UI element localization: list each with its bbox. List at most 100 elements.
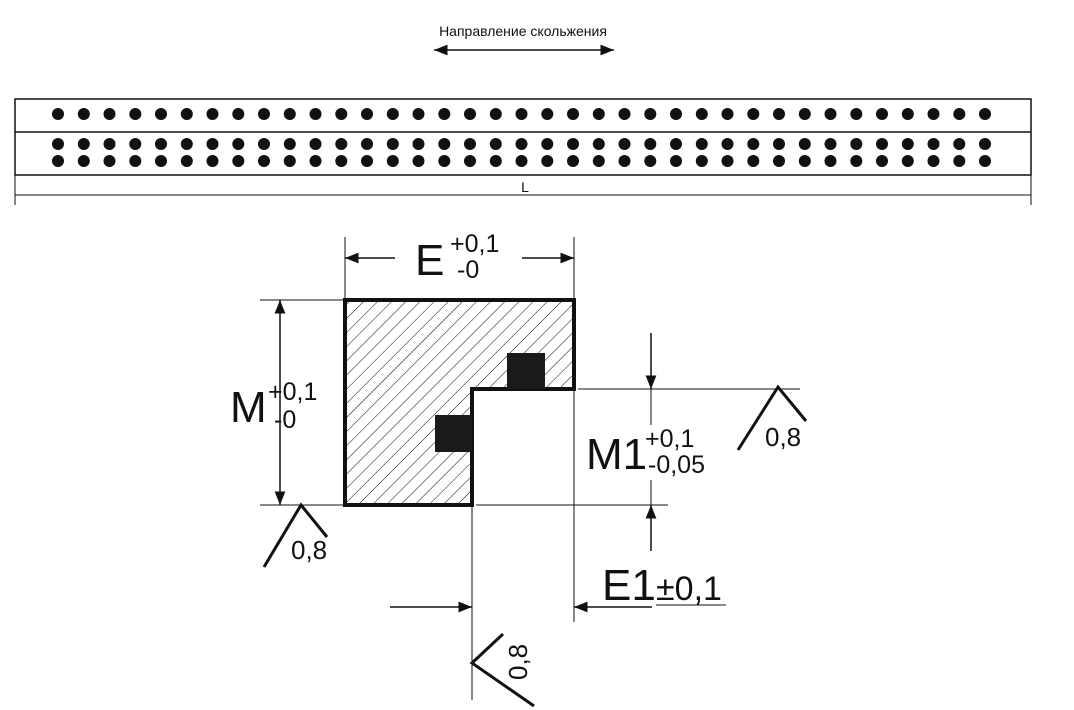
strip-hole-top-row [464,108,476,120]
strip-outline [14,98,1032,176]
strip-hole-bottom-row [438,138,451,150]
strip-hole-bottom-row [747,155,760,167]
strip-hole-bottom-row [335,138,348,150]
strip-hole-bottom-row [592,138,605,150]
strip-hole-top-row [747,108,760,120]
strip-hole-top-row [103,108,116,120]
strip-hole-top-row [876,108,888,120]
strip-hole-bottom-row [258,138,270,150]
strip-hole-bottom-row [258,155,270,167]
roughness-symbol-bottom: 0,8 [469,632,535,708]
strip-hole-bottom-row [850,138,863,150]
length-label: L [521,179,529,195]
strip-hole-top-row [979,108,991,120]
strip-hole-bottom-row [695,155,708,167]
strip-hole-bottom-row [309,138,322,150]
strip-hole-top-row [901,108,914,120]
strip-hole-top-row [953,108,966,120]
strip-hole-top-row [567,108,579,120]
strip-hole-bottom-row [695,138,708,150]
strip-hole-bottom-row [361,155,373,167]
strip-hole-bottom-row [592,155,605,167]
strip-holes [52,108,991,167]
insert-lower [435,415,472,452]
strip-hole-top-row [283,108,296,120]
strip-hole-bottom-row [155,155,167,167]
strip-hole-bottom-row [438,155,451,167]
strip-hole-bottom-row [850,155,863,167]
strip-hole-top-row [618,108,631,120]
strip-hole-bottom-row [798,138,811,150]
strip-hole-bottom-row [232,155,245,167]
strip-hole-top-row [412,108,425,120]
strip-hole-bottom-row [129,155,142,167]
height-dim-main: M [230,383,267,432]
strip-hole-bottom-row [155,138,167,150]
strip-hole-bottom-row [103,138,116,150]
width-dim-main: E [415,236,444,285]
strip-hole-top-row [670,108,682,120]
strip-hole-bottom-row [129,138,142,150]
roughness-symbol-bottom-left: 0,8 [262,502,329,568]
step-height-dim-main: M1 [586,430,647,479]
strip-hole-bottom-row [721,155,734,167]
strip-hole-bottom-row [773,155,785,167]
profile-section [343,298,576,507]
strip-hole-top-row [309,108,322,120]
strip-hole-top-row [541,108,554,120]
strip-hole-top-row [77,108,90,120]
strip-hole-top-row [335,108,348,120]
strip-hole-bottom-row [283,155,296,167]
strip-hole-top-row [206,108,219,120]
strip-hole-bottom-row [927,155,940,167]
width-dim-tol-lower: -0 [457,256,479,284]
strip-hole-bottom-row [644,155,657,167]
step-height-dim-tol-lower: -0,05 [648,451,705,479]
strip-hole-top-row [850,108,863,120]
strip-hole-bottom-row [876,138,888,150]
strip-hole-bottom-row [103,155,116,167]
perforated-strip [14,98,1032,176]
strip-hole-top-row [361,108,373,120]
strip-hole-top-row [644,108,657,120]
strip-hole-top-row [721,108,734,120]
roughness-value-right: 0,8 [765,422,801,452]
height-dim-tol-lower: -0 [274,406,296,434]
strip-hole-bottom-row [901,138,914,150]
insert-upper [507,353,545,389]
roughness-value-bottom: 0,8 [503,644,533,680]
strip-hole-bottom-row [206,155,219,167]
strip-hole-bottom-row [979,155,991,167]
strip-hole-bottom-row [773,138,785,150]
strip-hole-bottom-row [927,138,940,150]
strip-hole-bottom-row [979,138,991,150]
strip-hole-top-row [129,108,142,120]
strip-hole-bottom-row [77,138,90,150]
strip-hole-bottom-row [464,138,476,150]
strip-hole-bottom-row [464,155,476,167]
strip-hole-bottom-row [283,138,296,150]
strip-hole-bottom-row [77,155,90,167]
strip-hole-bottom-row [52,138,64,150]
strip-hole-top-row [438,108,451,120]
strip-hole-bottom-row [335,155,348,167]
strip-hole-bottom-row [412,138,425,150]
strip-hole-bottom-row [721,138,734,150]
strip-hole-bottom-row [489,155,502,167]
strip-hole-bottom-row [489,138,502,150]
direction-label: Направление скольжения [439,23,607,39]
strip-hole-bottom-row [824,155,837,167]
strip-hole-bottom-row [618,138,631,150]
strip-hole-bottom-row [386,138,399,150]
strip-hole-bottom-row [180,155,193,167]
strip-hole-bottom-row [747,138,760,150]
strip-hole-top-row [155,108,167,120]
strip-hole-top-row [824,108,837,120]
strip-hole-bottom-row [361,138,373,150]
strip-hole-bottom-row [798,155,811,167]
height-dim-tol-upper: +0,1 [268,378,317,406]
strip-hole-bottom-row [901,155,914,167]
strip-hole-top-row [232,108,245,120]
strip-hole-bottom-row [52,155,64,167]
